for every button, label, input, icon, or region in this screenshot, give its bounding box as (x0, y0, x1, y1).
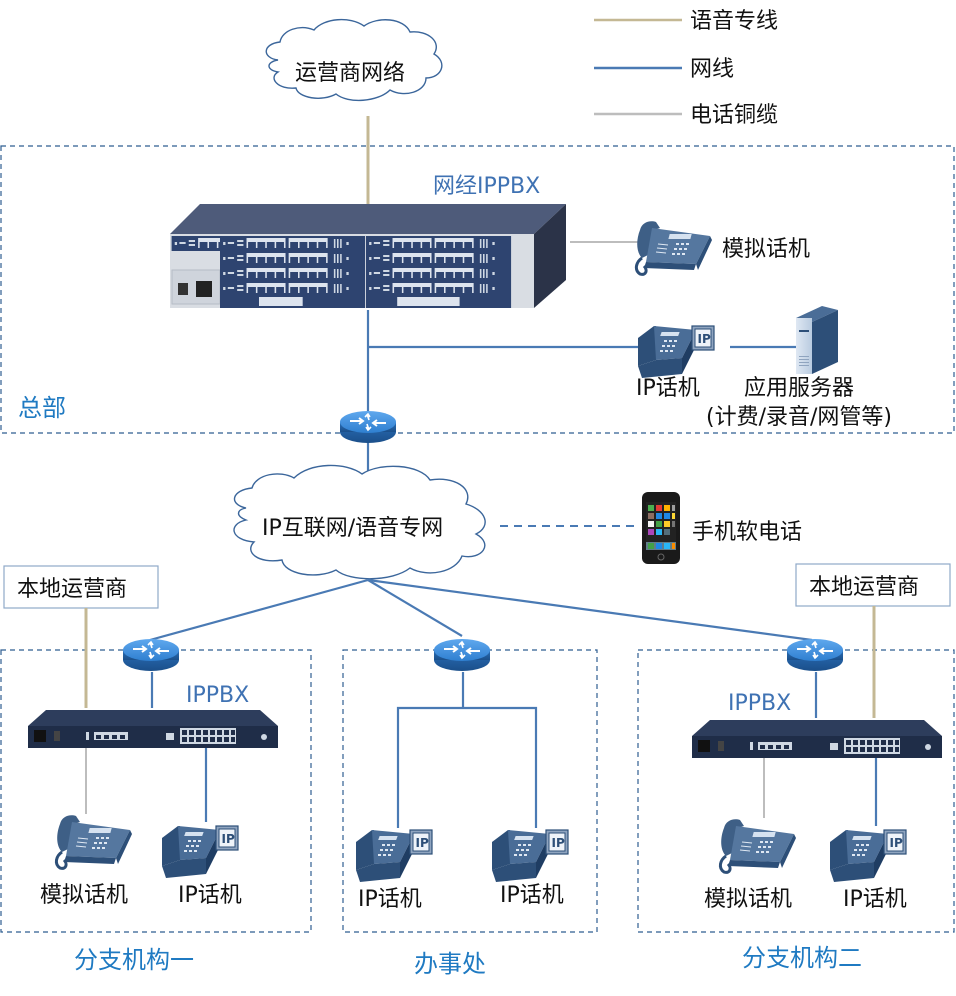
office-ip-phone-1-icon (355, 829, 433, 883)
branch1-analog-phone-label: 模拟话机 (40, 883, 128, 908)
office-ip-phone-2-icon (491, 829, 569, 883)
branch1-ippbx-label: IPPBX (186, 683, 249, 708)
hq-ippbx-label: 网经IPPBX (433, 174, 540, 199)
legend-label-copper-cable: 电话铜缆 (690, 103, 778, 128)
branch1-router-icon (122, 638, 180, 672)
branch1-local-carrier-label: 本地运营商 (17, 577, 127, 602)
hq-ip-phone-icon (637, 325, 715, 379)
net-line-internet-to-branch1 (149, 578, 369, 642)
branch1-ip-phone-icon (161, 825, 239, 879)
zone-label-branch1: 分支机构一 (74, 946, 194, 974)
zone-label-branch2: 分支机构二 (742, 944, 862, 972)
zone-label-headquarters: 总部 (18, 394, 66, 422)
office-ip-phone-1-label: IP话机 (358, 887, 422, 912)
app-server-icon (796, 306, 838, 374)
hq-analog-phone-icon (634, 219, 714, 276)
branch2-local-carrier-label: 本地运营商 (809, 575, 919, 600)
branch2-local-carrier-box (795, 563, 951, 607)
branch1-analog-phone-icon (54, 813, 134, 870)
legend-label-network-cable: 网线 (690, 57, 734, 82)
zone-label-office: 办事处 (414, 950, 486, 978)
branch1-ippbx-device (28, 710, 278, 748)
internet-cloud: IP互联网/语音专网 (233, 464, 486, 580)
net-line-internet-to-office (367, 579, 463, 637)
mobile-phone-icon (642, 492, 680, 564)
office-net-branch-lines (396, 706, 538, 828)
branch2-analog-phone-icon (718, 817, 798, 874)
branch2-ippbx-device (692, 720, 942, 758)
branch2-analog-phone-label: 模拟话机 (704, 887, 792, 912)
app-server-label: 应用服务器 (744, 376, 854, 401)
app-server-note: (计费/录音/网管等) (706, 405, 892, 430)
hq-ip-phone-label: IP话机 (636, 376, 700, 401)
branch2-ip-phone-label: IP话机 (843, 887, 907, 912)
hq-analog-phone-label: 模拟话机 (722, 237, 810, 262)
legend: 语音专线 网线 电话铜缆 (594, 9, 778, 128)
branch2-ip-phone-icon (829, 829, 907, 883)
branch1-ip-phone-label: IP话机 (178, 883, 242, 908)
carrier-network-cloud: 运营商网络 (265, 19, 443, 101)
hq-router-icon (339, 410, 397, 444)
branch2-ippbx-label: IPPBX (728, 691, 791, 716)
mobile-softphone-label: 手机软电话 (692, 520, 802, 545)
office-router-icon (433, 638, 491, 672)
legend-label-voice-line: 语音专线 (690, 9, 778, 34)
branch1-local-carrier-box (3, 565, 159, 609)
net-line-internet-to-branch2 (367, 578, 813, 642)
branch2-router-icon (786, 638, 844, 672)
internet-cloud-label: IP互联网/语音专网 (262, 516, 443, 541)
carrier-network-label: 运营商网络 (295, 61, 405, 86)
office-ip-phone-2-label: IP话机 (500, 883, 564, 908)
hq-ippbx-device (170, 204, 566, 308)
